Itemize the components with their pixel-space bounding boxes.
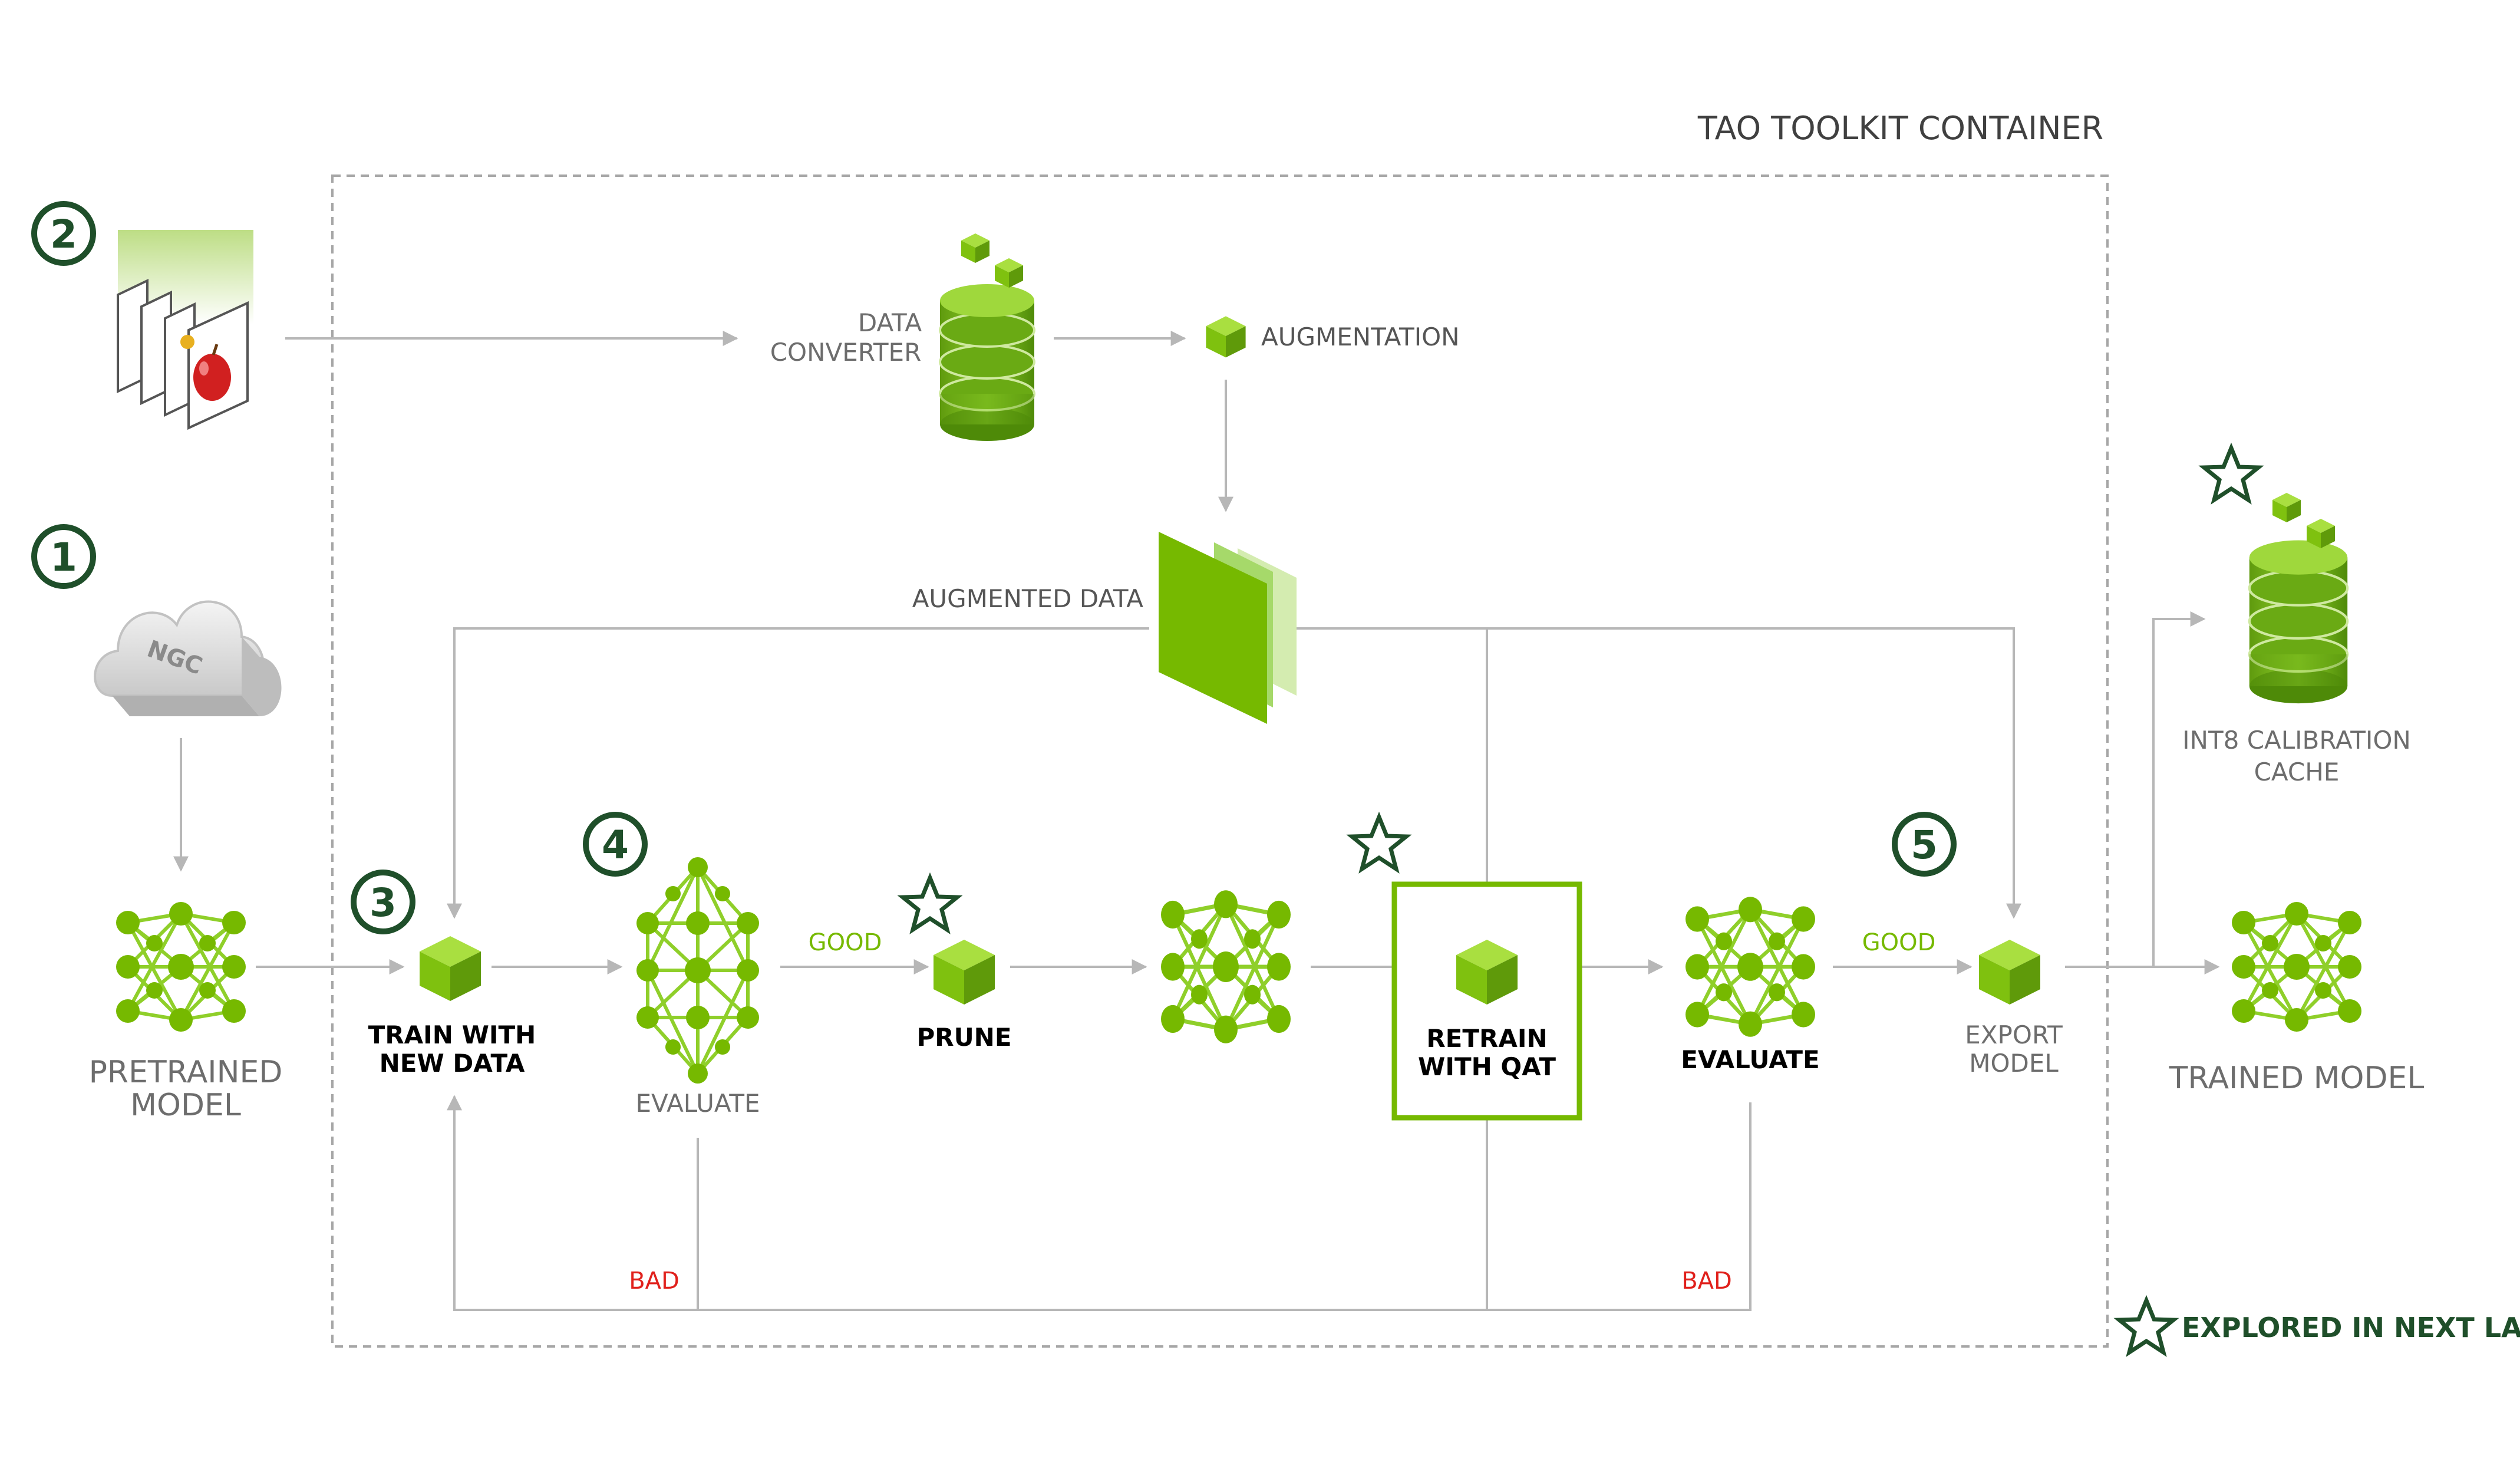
data-converter-node: DATA CONVERTER xyxy=(770,233,1035,442)
retrain-with-qat-node: RETRAIN WITH QAT xyxy=(1391,881,1582,1121)
svg-text:2: 2 xyxy=(50,212,77,257)
step-4-badge: 4 xyxy=(583,812,648,877)
train-with-new-data-node: TRAIN WITH NEW DATA xyxy=(368,936,536,1078)
int8-calibration-cache-node: INT8 CALIBRATION CACHE xyxy=(2182,493,2411,786)
retrain-label-line1: RETRAIN xyxy=(1426,1024,1547,1053)
retrain-label-line2: WITH QAT xyxy=(1418,1052,1556,1081)
legend-text: EXPLORED IN NEXT LAB xyxy=(2182,1312,2520,1344)
ngc-cloud-icon: NGC xyxy=(94,600,282,716)
export-label-line2: MODEL xyxy=(1969,1049,2059,1078)
retrain-star-icon xyxy=(1352,817,1406,869)
int8-label-line1: INT8 CALIBRATION xyxy=(2182,726,2411,755)
train-label-line2: NEW DATA xyxy=(380,1049,525,1078)
good-label-1: GOOD xyxy=(809,929,882,956)
good-label-2: GOOD xyxy=(1862,929,1936,956)
pruned-network-node xyxy=(1161,890,1291,1043)
dataset-images-icon xyxy=(117,230,253,430)
export-model-node: EXPORT MODEL xyxy=(1965,940,2063,1078)
svg-text:1: 1 xyxy=(50,535,77,580)
export-label-line1: EXPORT xyxy=(1965,1020,2063,1049)
int8-star-icon xyxy=(2204,448,2258,500)
evaluate-2-node: EVALUATE xyxy=(1681,897,1820,1074)
pretrained-model-label-line2: MODEL xyxy=(130,1088,241,1123)
bad-label-2: BAD xyxy=(1681,1267,1732,1295)
train-label-line1: TRAIN WITH xyxy=(368,1020,536,1049)
augmentation-label: AUGMENTATION xyxy=(1261,322,1460,351)
prune-label: PRUNE xyxy=(916,1023,1011,1052)
trained-model-node: TRAINED MODEL xyxy=(2169,902,2425,1096)
prune-node: PRUNE xyxy=(916,940,1012,1052)
evaluate-1-label: EVALUATE xyxy=(635,1089,760,1118)
evaluate-2-label: EVALUATE xyxy=(1681,1045,1820,1074)
legend: EXPLORED IN NEXT LAB xyxy=(2119,1300,2520,1352)
step-3-badge: 3 xyxy=(351,870,415,934)
augmented-data-node: AUGMENTED DATA xyxy=(912,532,1297,724)
data-converter-label-line1: DATA xyxy=(858,308,922,337)
star-outline-icon xyxy=(2119,1300,2173,1352)
svg-text:3: 3 xyxy=(370,880,397,926)
step-2-badge: 2 xyxy=(31,201,96,266)
prune-star-icon xyxy=(903,878,957,930)
pretrained-model-node: PRETRAINED MODEL xyxy=(89,902,283,1123)
pretrained-model-label-line1: PRETRAINED xyxy=(89,1055,283,1090)
svg-text:5: 5 xyxy=(1911,822,1938,868)
step-5-badge: 5 xyxy=(1892,812,1957,877)
container-title: TAO TOOLKIT CONTAINER xyxy=(1697,110,2103,147)
tao-container-border xyxy=(331,174,2109,1348)
data-converter-label-line2: CONVERTER xyxy=(770,338,922,367)
trained-model-label: TRAINED MODEL xyxy=(2169,1061,2425,1096)
augmented-data-label: AUGMENTED DATA xyxy=(912,584,1144,613)
augmentation-node: AUGMENTATION xyxy=(1206,316,1460,358)
step-1-badge: 1 xyxy=(31,524,96,589)
bad-label-1: BAD xyxy=(629,1267,680,1295)
svg-text:4: 4 xyxy=(602,822,629,868)
int8-label-line2: CACHE xyxy=(2254,758,2340,786)
evaluate-1-node: EVALUATE xyxy=(635,857,760,1118)
